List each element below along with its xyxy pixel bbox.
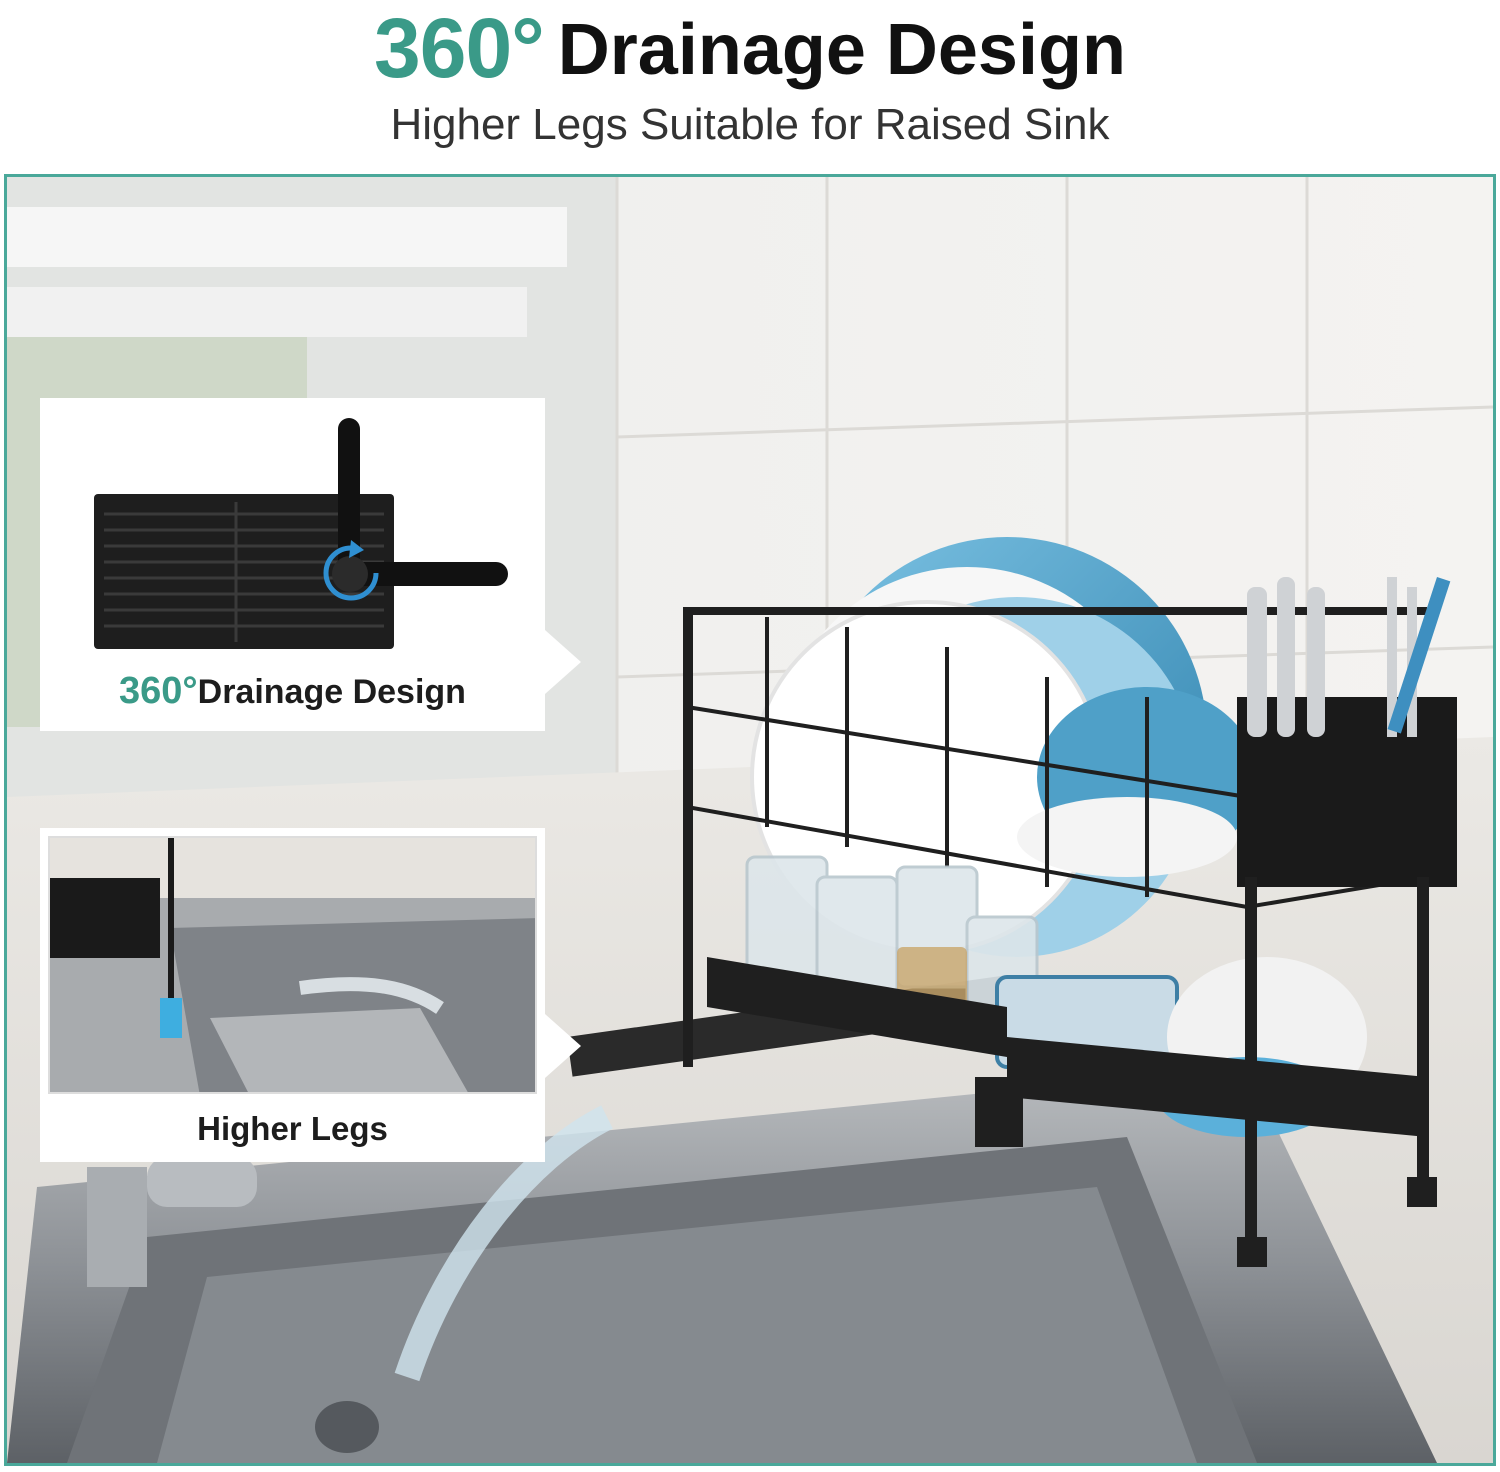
headline-title: Drainage Design [557,10,1126,90]
subheadline: Higher Legs Suitable for Raised Sink [390,100,1110,149]
callout-pointer [545,1014,581,1078]
headline-accent: 360° [374,1,545,95]
higher-legs-callout: Higher Legs [40,828,581,1162]
callout-pointer [545,630,581,694]
higher-legs-inset-photo [48,836,537,1094]
callout-title: 360°Drainage Design [40,670,545,713]
rotate-arrow-icon [323,540,379,601]
callout-label: Drainage Design [197,673,466,711]
callout-accent: 360° [119,670,198,712]
callout-title: Higher Legs [197,1110,388,1147]
product-photo-frame [4,174,1496,1466]
drain-spout-illustration [94,418,508,649]
headline: 360° Drainage Design [0,0,1500,90]
dish-rack [683,537,1457,1267]
drainage-design-callout: 360°Drainage Design [40,398,581,731]
kitchen-sink-scene [7,177,1493,1463]
sink-leg-closeup [50,838,535,1092]
